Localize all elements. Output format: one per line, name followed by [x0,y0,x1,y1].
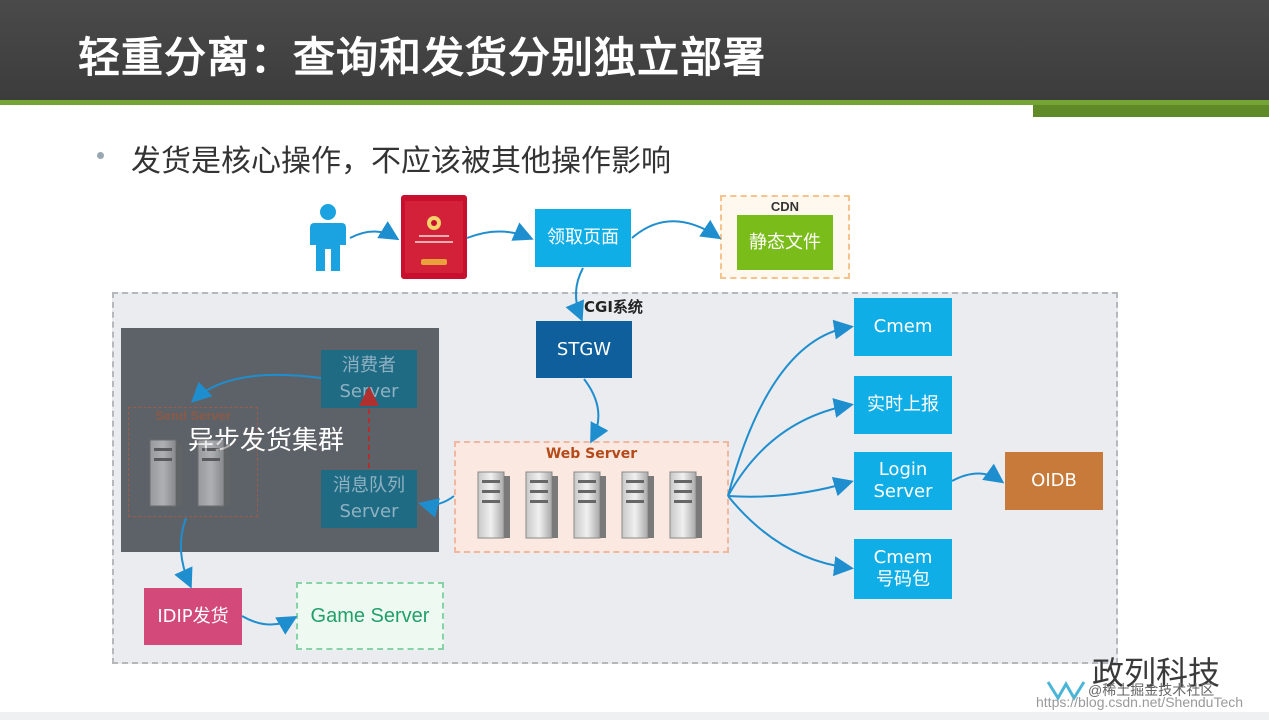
cmem-box: Cmem [854,298,952,356]
queue-server-line-1: 消息队列 [333,475,405,496]
send-server-label: Send Server [155,408,231,423]
realtime-report-box: 实时上报 [854,376,952,434]
stgw-box: STGW [536,321,632,378]
bullet-dot [97,152,104,159]
oidb-box: OIDB [1005,452,1103,510]
send-server-frame [128,407,258,517]
server-rack-icon [621,471,654,539]
watermark-credit: @稀土掘金技术社区 [1088,682,1215,698]
game-server-box: Game Server [296,582,444,650]
slide-header [0,0,1269,100]
consumer-server-line-1: 消费者 [342,355,396,376]
static-files-box: 静态文件 [737,215,833,270]
cmem-code-pack-line-1: Cmem [873,547,933,568]
watermark-company: 政列科技 [1092,654,1221,692]
header-accent-tab [1033,105,1269,117]
bullet-text: 发货是核心操作，不应该被其他操作影响 [131,144,671,179]
claim-page-box: 领取页面 [535,209,631,267]
red-envelope-phone-icon [401,195,467,279]
idip-box: IDIP发货 [144,588,242,645]
login-server-box: Login Server [854,452,952,510]
web-server-label: Web Server [545,446,638,462]
server-rack-icon [149,439,182,507]
cgi-system-label: CGI系统 [584,298,643,316]
queue-server-box: 消息队列 Server [321,470,417,528]
company-logo-icon [1046,680,1086,701]
server-rack-icon [197,439,230,507]
footer-strip [0,712,1269,720]
cmem-code-pack-box: Cmem 号码包 [854,539,952,599]
person-icon [310,204,346,271]
slide-title: 轻重分离：查询和发货分别独立部署 [78,33,767,82]
server-rack-icon [669,471,702,539]
queue-server-line-2: Server [339,501,399,522]
cmem-code-pack-line-2: 号码包 [876,569,930,590]
login-server-line-1: Login [878,459,928,480]
server-rack-icon [573,471,606,539]
server-rack-icon [525,471,558,539]
login-server-line-2: Server [873,481,933,502]
watermark-url: https://blog.csdn.net/ShenduTech [1036,694,1244,710]
header-accent-line [0,100,1269,105]
server-rack-icon [477,471,510,539]
cdn-label: CDN [770,199,800,214]
